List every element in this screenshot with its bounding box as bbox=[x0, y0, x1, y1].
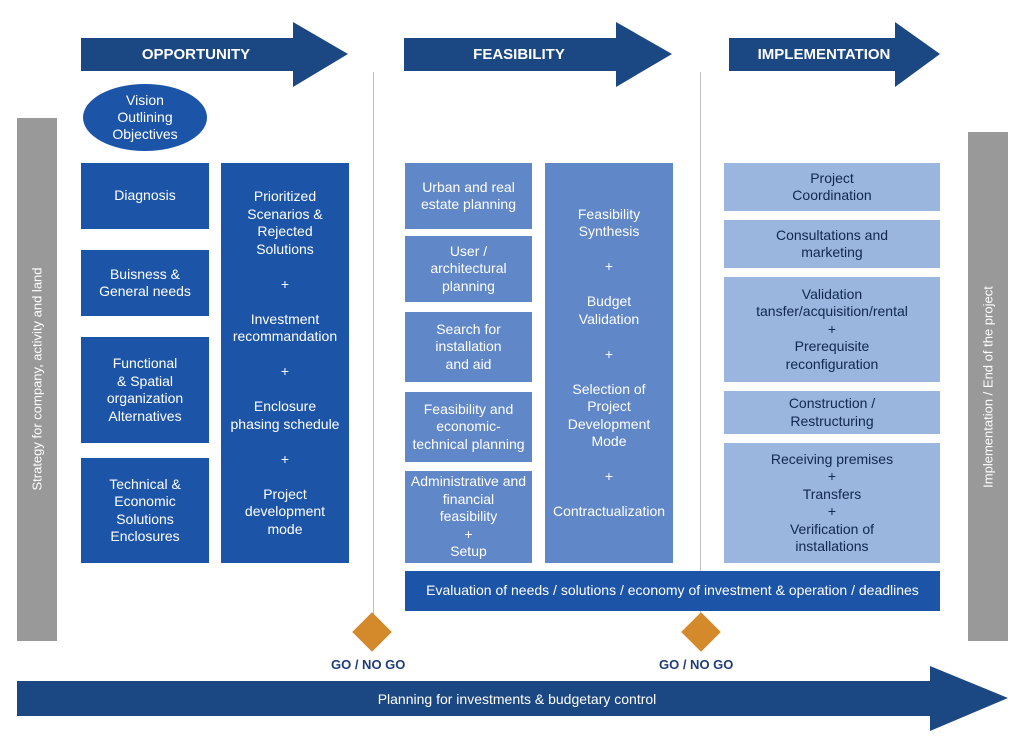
opportunity-business-needs: Buisness & General needs bbox=[81, 250, 209, 316]
separator-opportunity-feasibility bbox=[373, 72, 374, 632]
feasibility-arrow bbox=[404, 22, 672, 87]
phase-implementation-label: IMPLEMENTATION bbox=[757, 46, 891, 63]
implementation-coordination: Project Coordination bbox=[724, 163, 940, 211]
left-strategy-text: Strategy for company, activity and land bbox=[29, 267, 45, 491]
feasibility-urban-planning: Urban and real estate planning bbox=[405, 163, 532, 229]
feasibility-synthesis: Feasibility Synthesis + Budget Validatio… bbox=[545, 163, 673, 563]
implementation-consultations: Consultations and marketing bbox=[724, 220, 940, 268]
opportunity-scenarios: Prioritized Scenarios & Rejected Solutio… bbox=[221, 163, 349, 563]
implementation-construction: Construction / Restructuring bbox=[724, 391, 940, 434]
opportunity-technical-economic: Technical & Economic Solutions Enclosure… bbox=[81, 458, 209, 563]
gate-2-label: GO / NO GO bbox=[659, 657, 734, 672]
feasibility-user-planning: User / architectural planning bbox=[405, 236, 532, 302]
opportunity-diagnosis: Diagnosis bbox=[81, 163, 209, 229]
feasibility-economic-technical: Feasibility and economic- technical plan… bbox=[405, 392, 532, 462]
planning-arrow bbox=[17, 666, 1008, 731]
implementation-arrow bbox=[729, 22, 940, 87]
feasibility-installation-search: Search for installation and aid bbox=[405, 312, 532, 382]
opportunity-arrow bbox=[81, 22, 348, 87]
separator-feasibility-implementation bbox=[700, 72, 701, 632]
opportunity-functional-spatial: Functional & Spatial organization Altern… bbox=[81, 337, 209, 443]
vision-ellipse: Vision Outlining Objectives bbox=[83, 84, 207, 151]
implementation-validation: Validation tansfer/acquisition/rental + … bbox=[724, 277, 940, 382]
phase-feasibility-label: FEASIBILITY bbox=[473, 46, 565, 63]
right-implementation-bar bbox=[968, 132, 1008, 641]
evaluation-bar: Evaluation of needs / solutions / econom… bbox=[405, 571, 940, 611]
feasibility-administrative: Administrative and financial feasibility… bbox=[405, 471, 532, 563]
planning-label: Planning for investments & budgetary con… bbox=[377, 690, 657, 707]
phase-opportunity-label: OPPORTUNITY bbox=[141, 46, 251, 63]
gate-1-label: GO / NO GO bbox=[331, 657, 406, 672]
left-strategy-bar bbox=[17, 118, 57, 641]
right-implementation-text: Implementation / End of the project bbox=[980, 286, 996, 488]
implementation-receiving: Receiving premises + Transfers + Verific… bbox=[724, 443, 940, 563]
